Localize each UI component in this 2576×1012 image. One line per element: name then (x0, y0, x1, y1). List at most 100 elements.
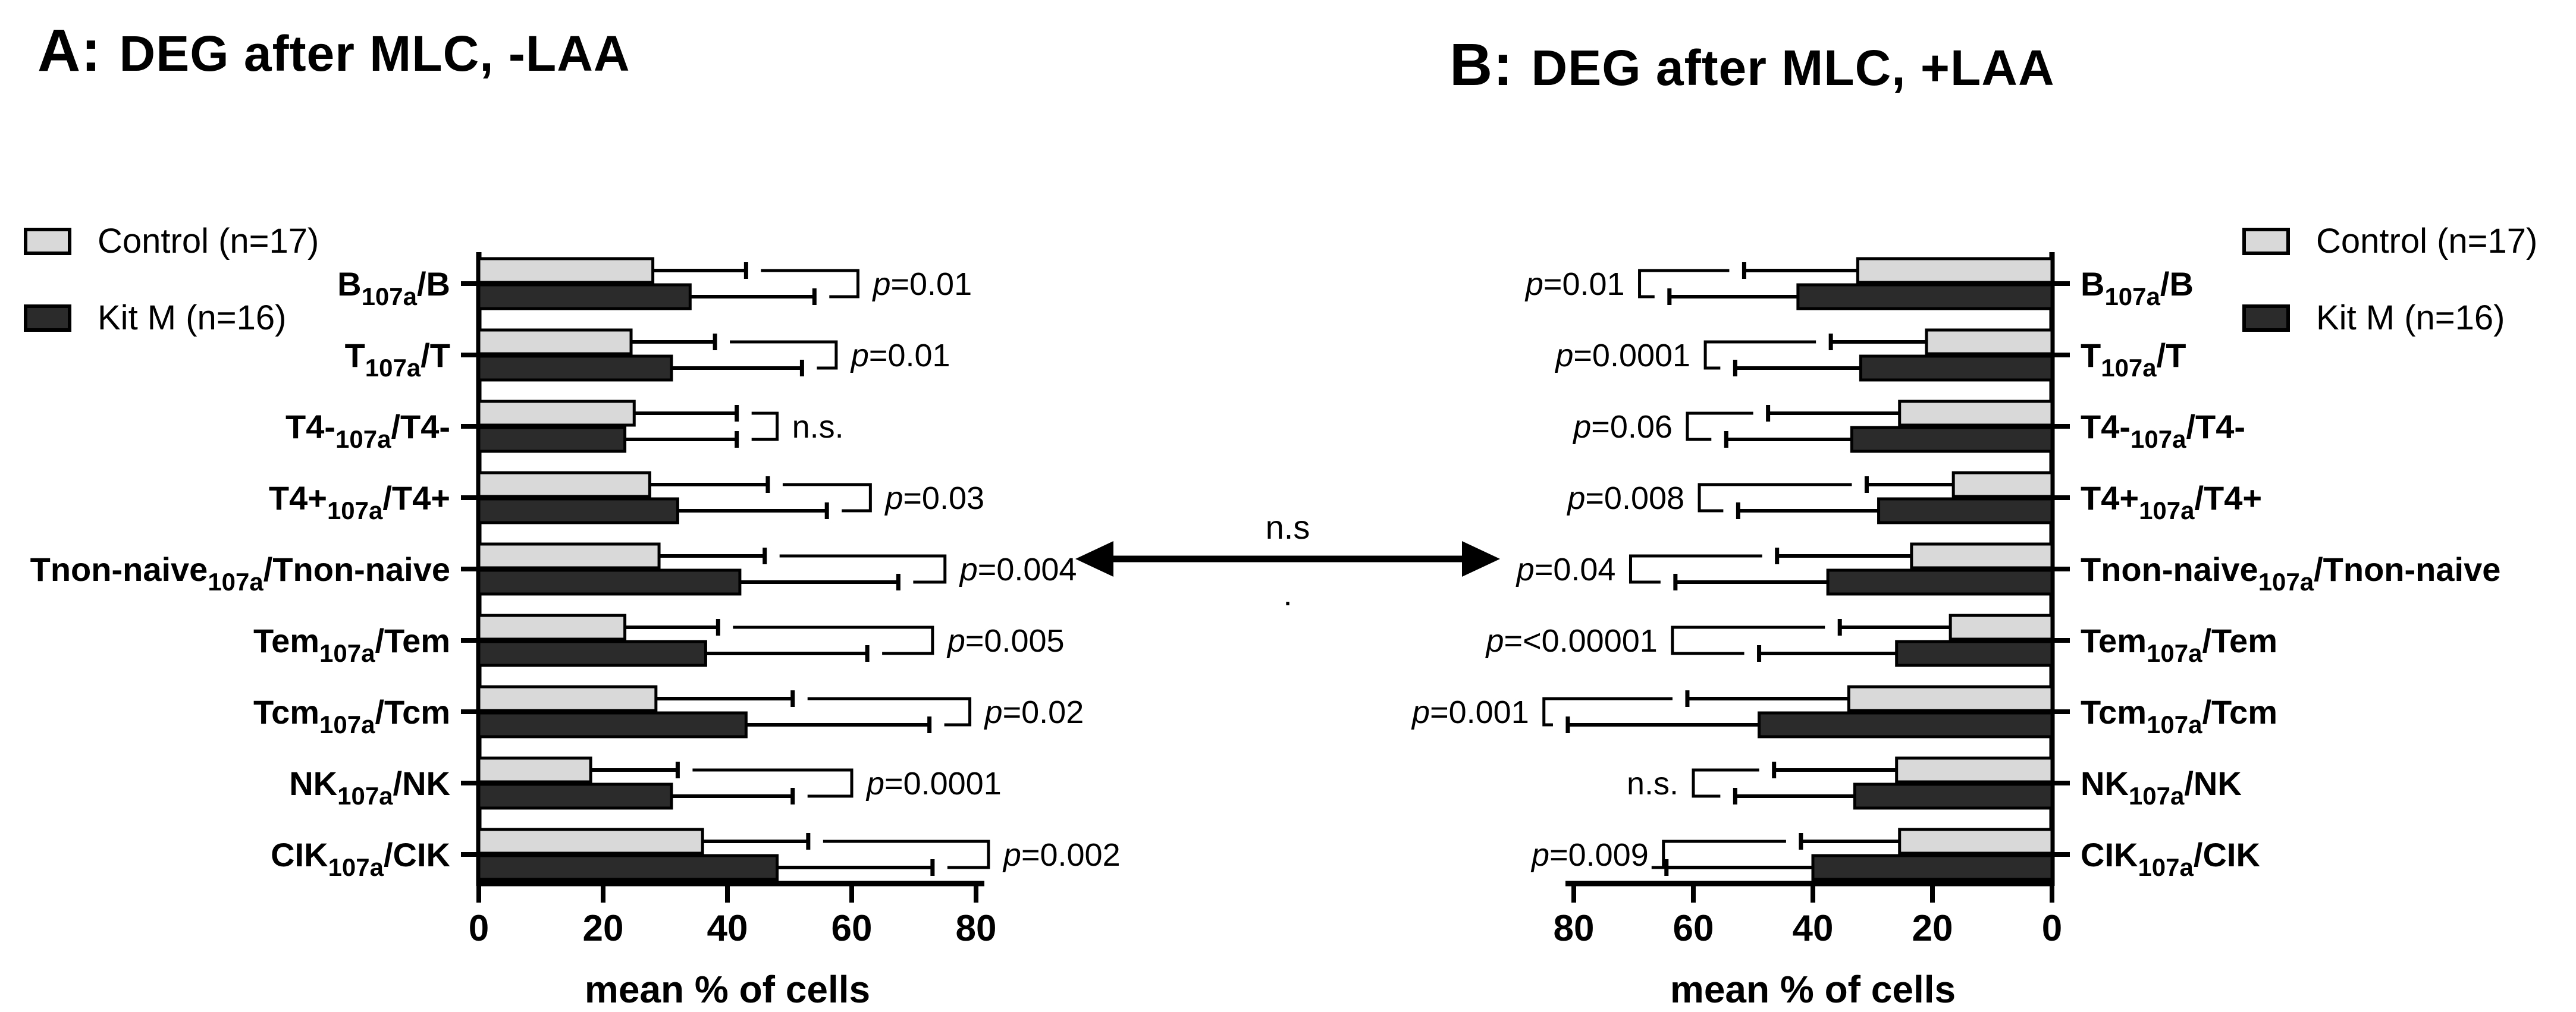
bar-kitm-T4+ (1877, 497, 2054, 524)
panel-b-title-prefix: B: (1449, 32, 1514, 98)
significance-bracket (807, 697, 972, 727)
category-label: CIK107a/CIK (2081, 836, 2260, 881)
bar-control-NK (477, 756, 592, 784)
x-tick-label: 80 (1554, 908, 1595, 949)
p-value-label: p=0.004 (959, 552, 1077, 587)
bar-kitm-Tnon-naive (1826, 568, 2054, 596)
category-label: B107a/B (337, 265, 450, 310)
category-label: Tnon-naive107a/Tnon-naive (2081, 551, 2500, 596)
panel-a-legend: Control (n=17) Kit M (n=16) (24, 221, 319, 338)
bar-control-T (477, 328, 633, 356)
panel-a-title: A: DEG after MLC, -LAA (37, 17, 630, 85)
bar-control-T4+ (477, 471, 651, 498)
p-value-label: p=0.03 (884, 480, 984, 516)
bar-kitm-NK (1853, 782, 2054, 810)
legend-label-kitm: Kit M (n=16) (98, 298, 287, 337)
legend-item-control: Control (n=17) (2242, 221, 2537, 261)
bar-control-Tnon-naive (477, 542, 661, 570)
p-value-label: p=0.005 (946, 623, 1065, 659)
significance-bracket (1698, 483, 1852, 513)
bar-kitm-Tem (1895, 640, 2054, 667)
p-value-label: p=0.01 (1524, 266, 1625, 302)
bar-control-CIK (477, 828, 704, 855)
significance-bracket (1686, 411, 1753, 441)
category-label: NK107a/NK (2081, 765, 2242, 810)
bar-kitm-B (477, 283, 692, 310)
bar-kitm-CIK (477, 854, 779, 881)
x-tick-label: 0 (469, 908, 489, 949)
panel-b-legend: Control (n=17) Kit M (n=16) (2242, 221, 2537, 338)
significance-bracket (1542, 697, 1673, 727)
bar-kitm-Tcm (477, 711, 748, 738)
bar-kitm-Tcm (1758, 711, 2054, 738)
p-value-label: p=0.001 (1411, 694, 1529, 730)
x-tick-label: 40 (707, 908, 748, 949)
category-label: NK107a/NK (289, 765, 450, 810)
significance-bracket (1703, 340, 1816, 370)
significance-bracket (1671, 626, 1825, 655)
bar-control-Tnon-naive (1910, 542, 2054, 570)
p-value-label: p=0.009 (1530, 837, 1649, 873)
arrowhead-left-icon (1075, 541, 1113, 577)
significance-bracket (1651, 840, 1786, 869)
p-value-label: n.s. (792, 409, 844, 445)
category-label: T4-107a/T4- (285, 408, 450, 453)
bar-kitm-NK (477, 782, 673, 810)
p-value-label: p=0.06 (1572, 409, 1673, 445)
category-label: CIK107a/CIK (271, 836, 450, 881)
bar-control-Tcm (1847, 685, 2054, 712)
p-value-label: p=0.04 (1516, 552, 1616, 587)
bar-kitm-Tem (477, 640, 707, 667)
category-label: B107a/B (2081, 265, 2194, 310)
x-tick-label: 20 (583, 908, 624, 949)
p-value-label: p=0.0001 (865, 766, 1002, 802)
center-comparison-annotation: n.s . (1075, 508, 1500, 612)
bar-kitm-T4- (1850, 426, 2054, 453)
p-value-label: p=0.008 (1566, 480, 1684, 516)
bar-control-T4- (1898, 400, 2054, 427)
x-tick-label: 60 (1673, 908, 1714, 949)
bar-control-Tcm (477, 685, 658, 712)
center-ns-label: n.s (1266, 508, 1310, 546)
control-swatch (24, 227, 71, 255)
significance-bracket (761, 269, 859, 298)
panel-b-title-text: DEG after MLC, +LAA (1531, 40, 2055, 96)
significance-bracket (1692, 768, 1759, 798)
bar-kitm-T4- (477, 426, 627, 453)
bar-control-Tem (1949, 614, 2054, 641)
legend-item-kitm: Kit M (n=16) (24, 298, 319, 338)
category-label: T107a/T (345, 337, 450, 382)
category-label: T4+107a/T4+ (269, 479, 450, 524)
significance-bracket (782, 483, 872, 513)
x-tick-label: 20 (1912, 908, 1953, 949)
p-value-label: p=<0.00001 (1485, 623, 1657, 659)
panel-b-title: B: DEG after MLC, +LAA (1449, 31, 2055, 99)
significance-bracket (730, 340, 838, 370)
x-tick-label: 60 (832, 908, 873, 949)
significance-bracket (1629, 554, 1762, 584)
bar-control-B (477, 257, 655, 284)
legend-label-control: Control (n=17) (98, 222, 319, 260)
legend-label-control: Control (n=17) (2316, 222, 2538, 260)
significance-bracket (1638, 269, 1730, 298)
x-tick-label: 0 (2042, 908, 2062, 949)
panel-a-title-text: DEG after MLC, -LAA (119, 26, 630, 81)
category-label: Tem107a/Tem (253, 622, 450, 667)
x-tick-label: 80 (956, 908, 997, 949)
p-value-label: n.s. (1627, 766, 1678, 802)
bar-control-T4- (477, 400, 636, 427)
bar-kitm-Tnon-naive (477, 568, 742, 596)
x-axis-label: mean % of cells (1670, 968, 1956, 1011)
center-dot: . (1283, 575, 1292, 612)
bar-kitm-CIK (1811, 854, 2054, 881)
p-value-label: p=0.02 (984, 694, 1084, 730)
bar-kitm-B (1796, 283, 2054, 310)
category-label: Tnon-naive107a/Tnon-naive (30, 551, 450, 596)
bar-control-B (1856, 257, 2054, 284)
bar-kitm-T4+ (477, 497, 679, 524)
significance-bracket (733, 626, 934, 655)
panel-a-title-prefix: A: (37, 17, 102, 84)
category-label: T107a/T (2081, 337, 2186, 382)
